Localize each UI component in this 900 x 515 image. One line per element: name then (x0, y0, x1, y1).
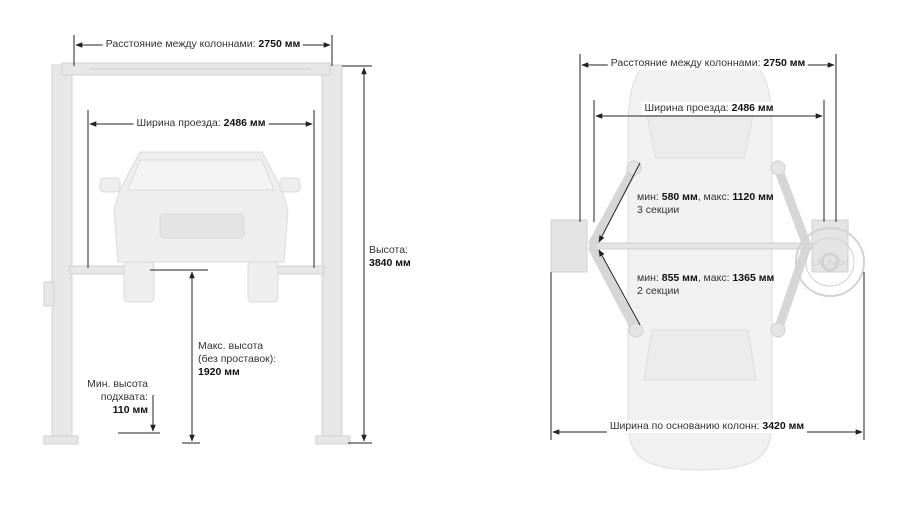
front-drive-width-label: Ширина проезда: 2486 мм (133, 117, 269, 130)
top-car (627, 59, 773, 471)
arm-right-upper (773, 163, 811, 248)
right-base (315, 435, 351, 445)
arm-3-dimension-line (598, 162, 641, 243)
motor (43, 281, 55, 307)
left-column (51, 64, 73, 444)
top-column-distance-label: Расстояние между колоннами: 2750 мм (607, 57, 809, 70)
front-max-height-label: Макс. высота (без проставок): 1920 мм (198, 340, 277, 378)
arm-2-dimension-line (598, 249, 641, 326)
arm-right-lower (773, 244, 811, 335)
arm-2-section-label: мин: 855 мм, макс: 1365 мм 2 секции (637, 272, 775, 297)
front-min-height-label: Мин. высота подхвата: 110 мм (87, 378, 148, 416)
top-base-width-label: Ширина по основанию колонн: 3420 мм (606, 420, 808, 433)
front-car (99, 151, 301, 303)
left-column-top (550, 219, 588, 273)
left-arm-front (69, 265, 131, 275)
arm-left-lower (588, 244, 641, 335)
front-dimensions (73, 35, 372, 444)
arm-3-section-label: мин: 580 мм, макс: 1120 мм 3 секции (637, 191, 774, 216)
stamp-text: LAUNCH (811, 258, 848, 268)
arm-left-upper (588, 163, 639, 248)
cross-beam-top (589, 242, 813, 250)
left-base (43, 435, 79, 445)
front-height-label: Высота: 3840 мм (369, 244, 411, 269)
front-column-distance-label: Расстояние между колоннами: 2750 мм (102, 38, 304, 51)
front-view-lift (43, 62, 351, 445)
top-drive-width-label: Ширина проезда: 2486 мм (641, 102, 777, 115)
launch-stamp (795, 227, 865, 297)
right-column (321, 64, 343, 444)
